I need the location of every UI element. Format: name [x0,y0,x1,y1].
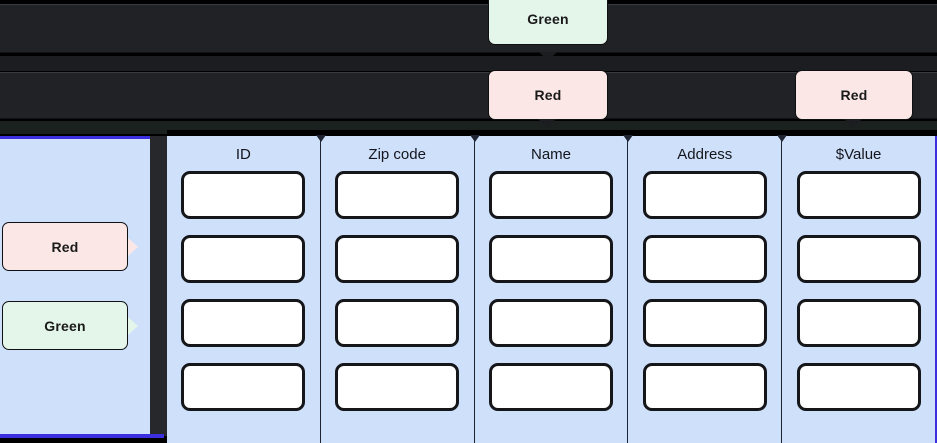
table-cell-input[interactable] [335,299,460,347]
column-caret-icon [623,135,634,142]
tooltip-caret-red-middle [538,119,556,128]
tooltip-badge-label: Red [534,87,562,103]
table-cell-input[interactable] [796,299,921,347]
sidebar-badge-label: Green [44,317,86,334]
column-header: $Value [835,146,882,163]
table-cell-input[interactable] [796,363,921,411]
table-column-zip-code: Zip code [315,135,474,443]
table-cell-input[interactable] [642,235,767,283]
column-header: Address [677,146,733,163]
tooltip-caret-green-top [539,52,557,61]
column-cells [782,171,935,411]
table-cell-input[interactable] [181,235,306,283]
toolbar-band-gap [0,56,937,71]
table-column-id: ID [167,136,320,443]
table-cell-input[interactable] [642,299,767,347]
table-cell-input[interactable] [796,171,921,219]
tooltip-badge-label: Red [840,87,868,103]
column-cells [628,171,781,411]
column-cells [321,171,474,411]
toolbar-band-top [0,4,937,53]
table-cell-input[interactable] [181,171,306,219]
table-cell-input[interactable] [335,171,460,219]
table-cell-input[interactable] [488,235,613,283]
sidebar-badge-green[interactable]: Green [2,301,128,350]
left-panel-notch [0,269,64,305]
panel-top-rule [0,136,164,139]
table-cell-input[interactable] [488,299,613,347]
panel-bottom-rule [0,434,164,438]
panel-divider-gutter[interactable] [150,136,167,436]
column-header: ID [235,146,251,163]
table-cell-input[interactable] [642,171,767,219]
tooltip-caret-red-right [844,119,862,128]
sidebar-badge-red[interactable]: Red [2,222,128,271]
table-cell-input[interactable] [335,363,460,411]
table-cell-input[interactable] [181,363,306,411]
table-cell-input[interactable] [488,171,613,219]
sidebar-caret-green [128,317,138,335]
column-header: Zip code [368,146,426,163]
table-top-edge [167,130,937,136]
column-cells [475,171,628,411]
table-cell-input[interactable] [796,235,921,283]
column-caret-icon [315,135,326,142]
column-caret-icon [777,135,788,142]
column-cells [167,171,320,411]
column-header: Name [530,146,571,163]
table-cell-input[interactable] [335,235,460,283]
column-caret-icon [469,135,480,142]
table-cell-input[interactable] [642,363,767,411]
data-table: ID Zip code Name [167,135,937,443]
tooltip-badge-red-right[interactable]: Red [795,70,913,120]
table-cell-input[interactable] [181,299,306,347]
table-column-name: Name [469,135,628,443]
table-column-address: Address [623,135,781,443]
sidebar-badge-label: Red [51,238,79,255]
tooltip-badge-red-middle[interactable]: Red [488,70,608,120]
toolbar-band-second [0,72,937,119]
table-cell-input[interactable] [488,363,613,411]
table-column-value: $Value [777,135,935,443]
sidebar-caret-red [128,238,138,256]
tooltip-badge-green-top[interactable]: Green [488,0,608,45]
tooltip-badge-label: Green [527,10,569,27]
